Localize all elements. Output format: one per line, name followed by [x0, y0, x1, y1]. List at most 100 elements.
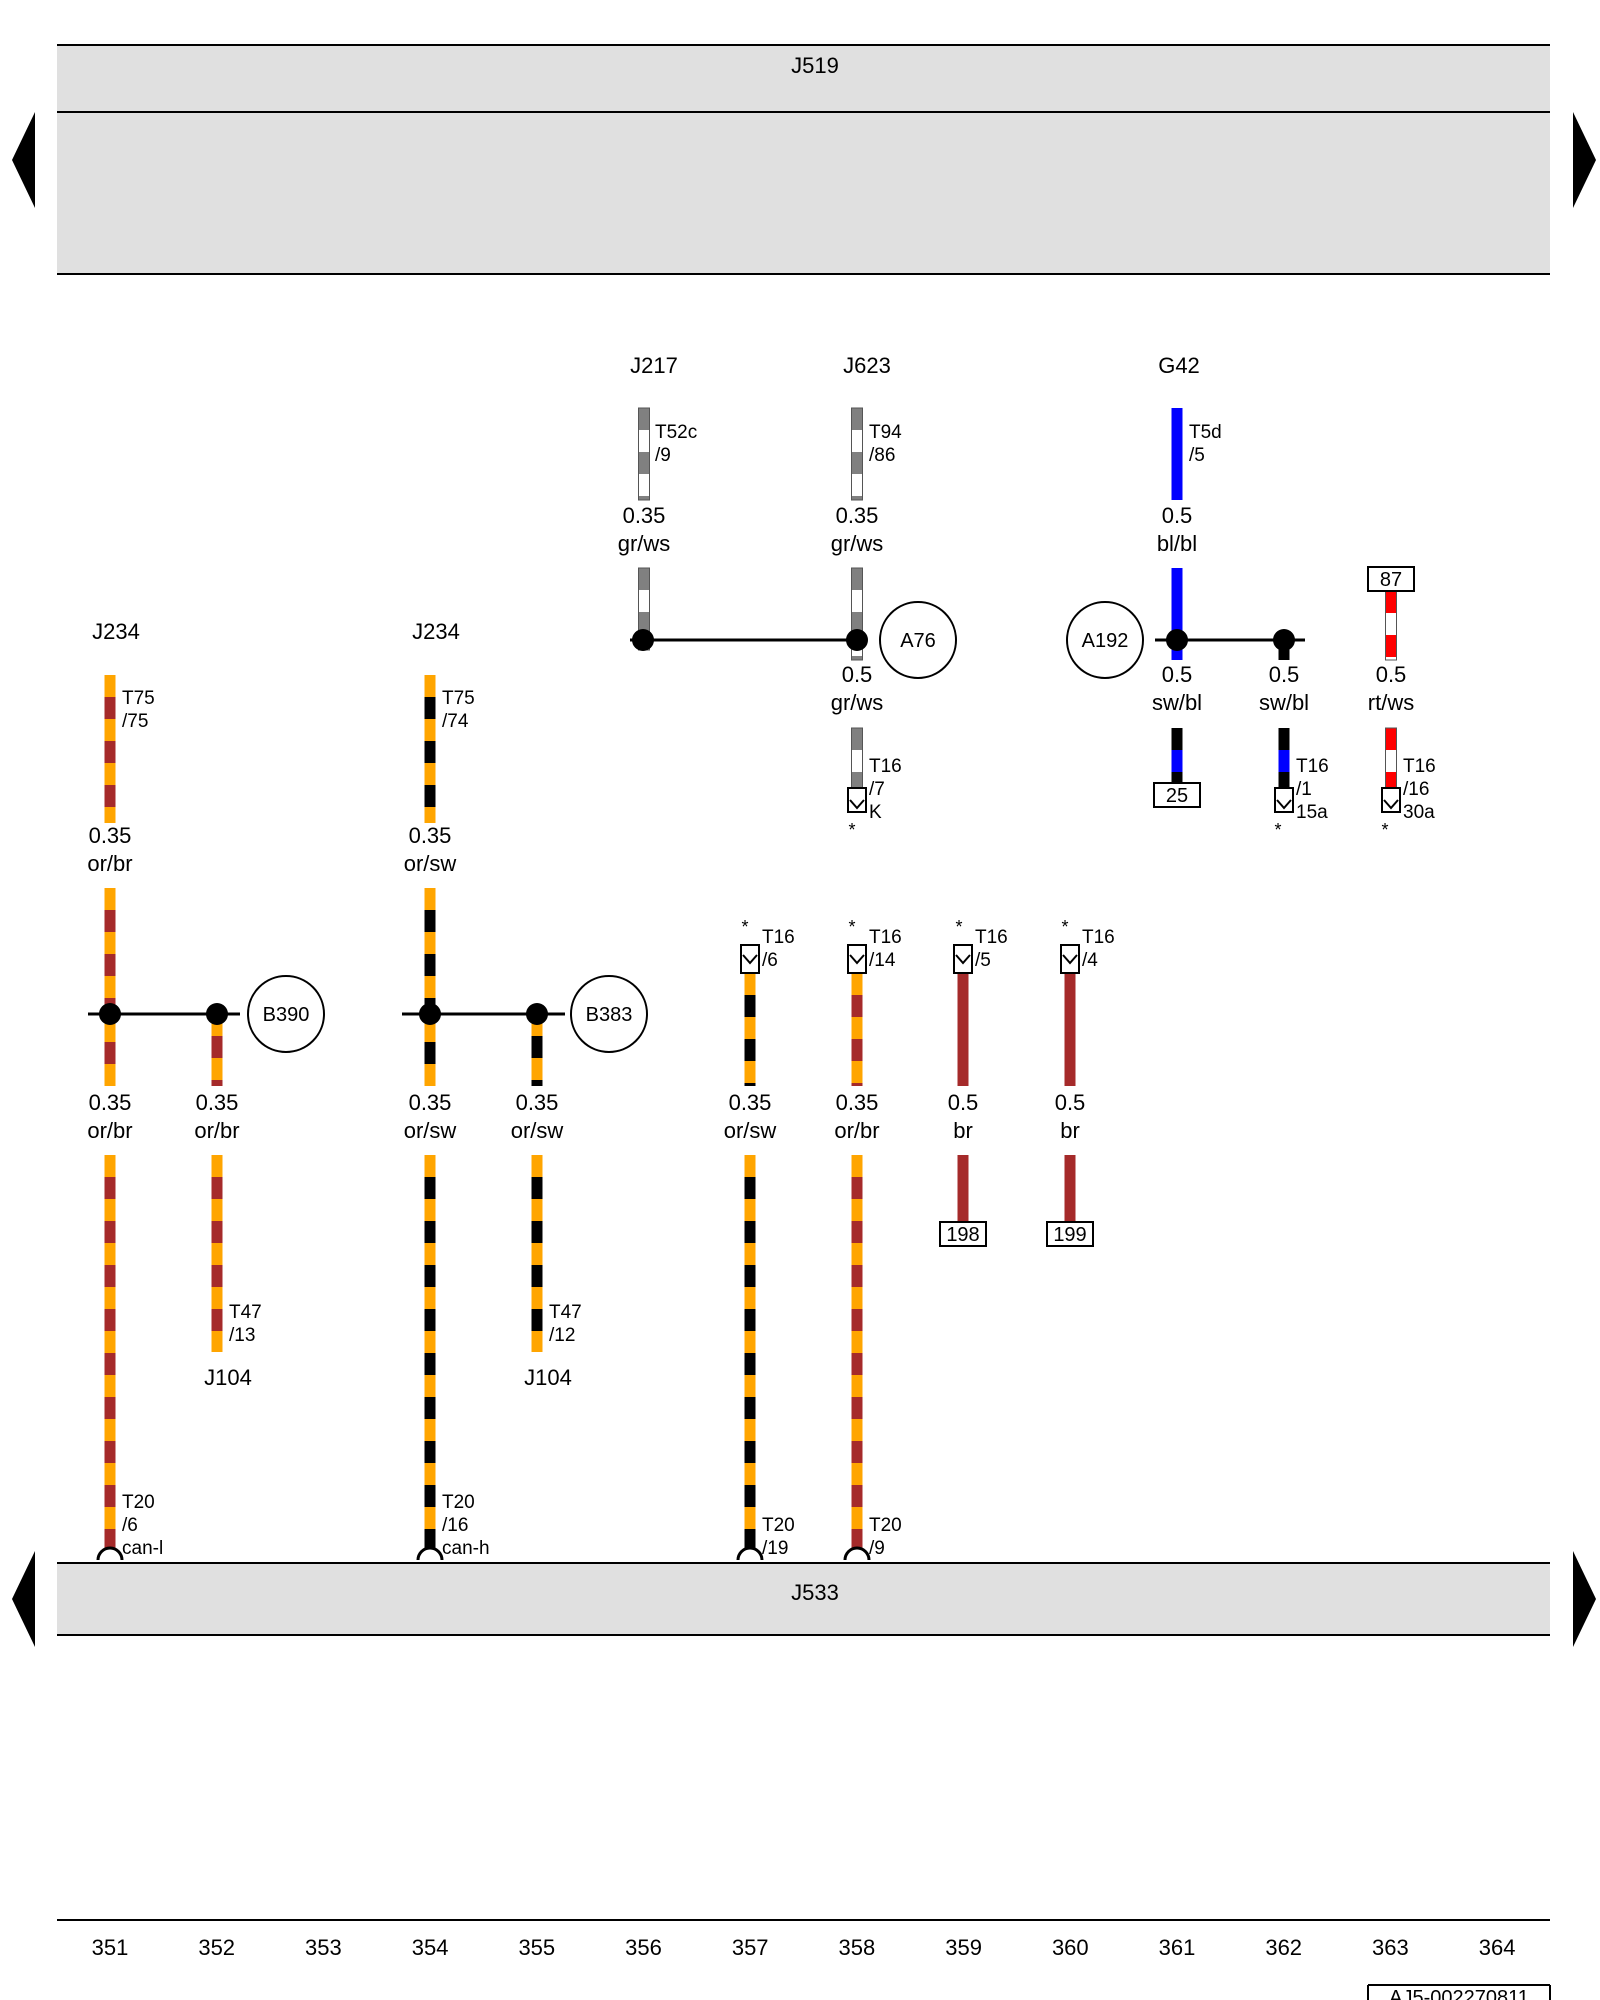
connector-terminal-label: K	[869, 802, 882, 823]
wire-segment-w354b	[424, 888, 436, 1086]
wire-stripe	[211, 1221, 223, 1243]
wire-segment-w351b	[104, 888, 116, 1086]
wire-stripe	[424, 910, 436, 932]
page-prev-arrow-top[interactable]	[12, 112, 35, 208]
wire-stripe	[531, 1265, 543, 1287]
splice-a76[interactable]: A76	[879, 601, 957, 679]
ruler-number: 352	[198, 1935, 235, 1960]
page-next-arrow-bottom[interactable]	[1573, 1551, 1596, 1647]
wire-stripe	[1385, 657, 1397, 660]
wire-stripe	[424, 1485, 436, 1507]
splice-b390[interactable]: B390	[247, 975, 325, 1053]
connector-pin-label: /16	[442, 1515, 468, 1536]
component-j217: J217	[630, 353, 678, 378]
wire-base	[851, 1155, 863, 1548]
connector-terminal-label: 15a	[1296, 802, 1328, 823]
wire-stripe	[744, 1039, 756, 1061]
wire-stripe	[424, 1309, 436, 1331]
connector-arc	[96, 1546, 124, 1561]
star-marker: *	[1274, 820, 1281, 840]
wire-base	[104, 1155, 116, 1548]
wire-stripe	[531, 1036, 543, 1058]
wire-segment-w361b	[1171, 728, 1183, 783]
wire-stripe	[531, 1309, 543, 1331]
connector-pin-label: /75	[122, 711, 148, 732]
wire-size-label: 0.5	[1162, 503, 1193, 528]
wire-stripe	[104, 1042, 116, 1064]
ruler-number: 356	[625, 1935, 662, 1960]
wire-stripe	[851, 1177, 863, 1199]
wire-stripe	[424, 741, 436, 763]
connector-label: T16	[1403, 756, 1436, 777]
wire-outline	[851, 407, 863, 501]
wire-segment-w352	[211, 1155, 223, 1352]
wire-stripe	[424, 1353, 436, 1375]
junction-dot	[1273, 629, 1295, 651]
connector-label: T16	[1296, 756, 1329, 777]
connector-label: T75	[122, 688, 155, 709]
wire-stripe	[531, 1177, 543, 1199]
connector-label: T52c	[655, 422, 697, 443]
wire-stripe	[744, 1083, 756, 1086]
wire-stripe	[104, 741, 116, 763]
connector-pin-label: /4	[1082, 950, 1098, 971]
connector-arc	[416, 1546, 444, 1561]
wire-segment-w362	[1278, 728, 1290, 788]
wire-color-label: or/br	[87, 1118, 132, 1143]
splice-b383[interactable]: B383	[570, 975, 648, 1053]
wire-color-label: sw/bl	[1152, 690, 1202, 715]
connector-label: T47	[229, 1302, 262, 1323]
wire-size-label: 0.5	[1055, 1090, 1086, 1115]
wire-stripe	[424, 1221, 436, 1243]
wire-stripe	[851, 1265, 863, 1287]
component-j623: J623	[843, 353, 891, 378]
page-next-arrow-top[interactable]	[1573, 112, 1596, 208]
wire-stripe	[744, 1441, 756, 1463]
wire-stripe	[851, 474, 863, 496]
connector-terminal-label: 30a	[1403, 802, 1435, 823]
ruler-number: 360	[1052, 1935, 1089, 1960]
wire-base	[424, 1155, 436, 1548]
wire-stripe	[851, 1083, 863, 1086]
ref-box-199[interactable]: 199	[1046, 1221, 1094, 1247]
wire-color-label: gr/ws	[831, 531, 884, 556]
wire-color-label: gr/ws	[831, 690, 884, 715]
wire-segment-w351a	[104, 675, 116, 823]
wire-base	[957, 973, 969, 1086]
wire-stripe	[851, 1397, 863, 1419]
wire-stripe	[531, 1221, 543, 1243]
wire-stripe	[104, 1221, 116, 1243]
connector-label: T94	[869, 422, 902, 443]
wire-stripe	[211, 1036, 223, 1058]
ref-box-25[interactable]: 25	[1153, 782, 1201, 808]
connector-pin-label: /5	[975, 950, 991, 971]
connector-pin-mark	[955, 954, 971, 965]
ref-box-199-label: 199	[1053, 1224, 1086, 1246]
wire-base	[104, 888, 116, 1086]
connector-pin-box	[953, 944, 973, 974]
wire-base	[744, 1155, 756, 1548]
wire-stripe	[851, 430, 863, 452]
wire-segment-w361a	[1171, 568, 1183, 660]
connector-pin-label: /74	[442, 711, 469, 732]
ruler-number: 355	[518, 1935, 555, 1960]
connector-pin-box	[847, 787, 867, 813]
junction-dot	[632, 629, 654, 651]
wire-stripe	[211, 1265, 223, 1287]
wire-base	[1171, 568, 1183, 660]
wire-stripe	[1385, 750, 1397, 772]
module-j519-label: J519	[791, 53, 839, 78]
splice-a192[interactable]: A192	[1066, 601, 1144, 679]
wire-size-label: 0.35	[409, 1090, 452, 1115]
page-prev-arrow-bottom[interactable]	[12, 1551, 35, 1647]
wire-segment-w357	[744, 973, 756, 1086]
ruler-number: 354	[412, 1935, 449, 1960]
wire-color-label: or/sw	[404, 1118, 457, 1143]
ref-box-87[interactable]: 87	[1367, 566, 1415, 592]
wire-stripe	[424, 1441, 436, 1463]
wire-base	[957, 1155, 969, 1222]
wire-segment-w354a	[424, 675, 436, 823]
wire-segment-w360	[1064, 973, 1076, 1086]
ref-box-198[interactable]: 198	[939, 1221, 987, 1247]
